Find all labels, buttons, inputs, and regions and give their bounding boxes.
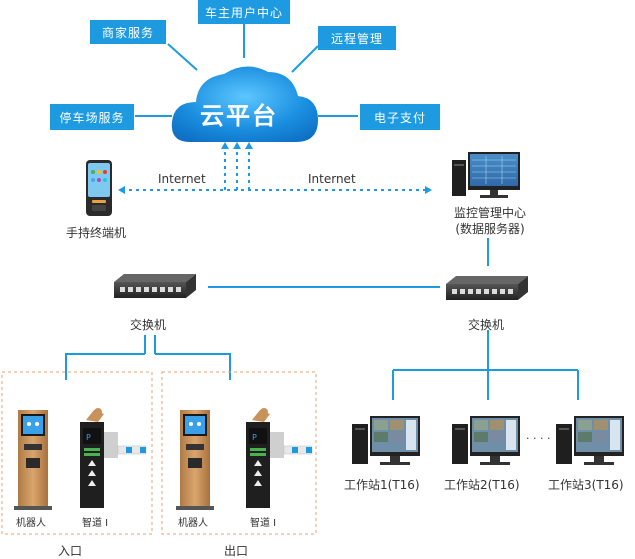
entrance-robot-icon — [14, 410, 52, 510]
entrance-gate-icon: P — [80, 408, 147, 508]
arrow-up-1 — [221, 142, 229, 149]
switch-left-label: 交换机 — [130, 318, 167, 332]
internet-label-left: Internet — [158, 172, 206, 186]
monitor-center-sublabel: (数据服务器) — [455, 222, 525, 236]
exit-robot-icon — [176, 410, 214, 510]
workstation-1-label: 工作站1(T16) — [344, 478, 420, 492]
internet-label-right: Internet — [308, 172, 356, 186]
monitor-center-label: 监控管理中心 — [453, 206, 526, 220]
handheld-label: 手持终端机 — [66, 226, 127, 240]
arrow-up-2 — [233, 142, 241, 149]
arrow-heads — [118, 142, 432, 194]
internet-links — [122, 146, 428, 191]
svg-text:P: P — [252, 433, 257, 442]
link-merchant — [167, 43, 198, 71]
workstation-2-icon — [452, 416, 520, 465]
switch-left-icon — [114, 274, 196, 298]
cloud-shape — [171, 66, 318, 142]
workstation-ellipsis: · · · · — [526, 432, 551, 445]
link-entrance — [65, 353, 145, 380]
exit-robot-label: 机器人 — [178, 518, 208, 529]
link-remote — [291, 45, 319, 73]
service-merchant: 商家服务 — [90, 20, 166, 44]
switch-right-label: 交换机 — [468, 318, 505, 332]
workstation-3-icon — [556, 416, 624, 465]
monitor-center-pc-icon — [452, 152, 520, 198]
entrance-gate-label: 智道 I — [82, 518, 109, 529]
service-owner-center: 车主用户中心 — [198, 0, 290, 24]
exit-dashed-box — [161, 371, 317, 535]
exit-gate-label: 智道 I — [250, 518, 277, 529]
exit-label: 出口 — [224, 544, 249, 558]
workstation-2-label: 工作站2(T16) — [444, 478, 520, 492]
service-payment: 电子支付 — [360, 104, 440, 130]
switch-links — [65, 238, 579, 400]
service-parking: 停车场服务 — [50, 104, 134, 130]
workstation-1-icon — [352, 416, 420, 465]
link-exit — [155, 353, 231, 380]
entrance-dashed-box — [1, 371, 153, 535]
switch-right-icon — [446, 276, 528, 300]
exit-gate-icon: P — [246, 408, 313, 508]
arrow-right — [425, 186, 432, 194]
cloud-links — [135, 24, 358, 117]
arrow-up-3 — [245, 142, 253, 149]
service-remote-mgmt: 远程管理 — [318, 26, 396, 50]
arrow-left — [118, 186, 125, 194]
cloud-label: 云平台 — [200, 102, 278, 130]
entrance-robot-label: 机器人 — [16, 518, 46, 529]
handheld-icon — [86, 160, 112, 216]
entrance-label: 入口 — [58, 544, 83, 558]
svg-text:P: P — [86, 433, 91, 442]
workstation-3-label: 工作站3(T16) — [548, 478, 624, 492]
